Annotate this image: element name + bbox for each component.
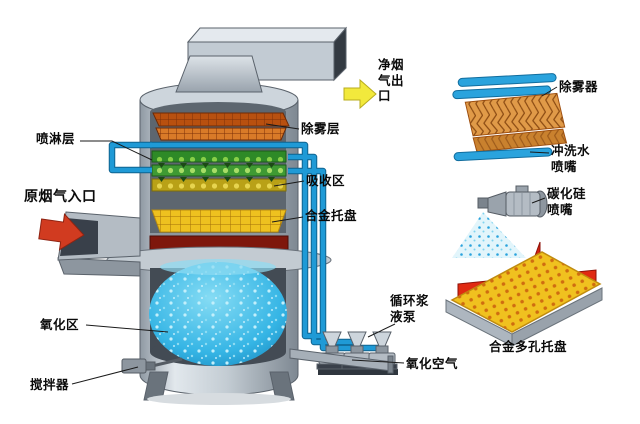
nozzle-detail	[452, 185, 548, 258]
label-circulation-pump: 循环浆 液泵	[390, 293, 430, 324]
label-oxidation-zone: 氧化区	[40, 317, 80, 332]
leader-lines	[71, 86, 558, 385]
slurry-pool-graphic	[149, 259, 287, 366]
label-absorption-zone: 吸收区	[306, 173, 346, 188]
demister-detail	[452, 73, 568, 162]
label-raw-gas-inlet: 原烟气入口	[24, 189, 97, 205]
pumps-graphic	[316, 331, 398, 375]
label-sic-nozzle: 碳化硅 喷嘴	[547, 186, 587, 217]
label-alloy-tray: 合金托盘	[305, 208, 358, 223]
label-demister-detail: 除雾器	[559, 79, 599, 94]
porous-tray-detail	[445, 241, 603, 347]
tower-base	[143, 371, 295, 405]
demister-layer-graphic	[152, 112, 290, 141]
inlet-duct	[57, 211, 141, 277]
alloy-tray-graphic	[150, 209, 288, 236]
circulation-pipes	[108, 141, 382, 352]
oxidation-air-pipe	[289, 348, 394, 374]
label-agitator: 搅拌器	[30, 377, 70, 392]
label-flush-nozzle: 冲洗水 喷嘴	[551, 143, 591, 174]
spray-layers-graphic	[151, 150, 287, 192]
tower-internals	[149, 102, 290, 256]
label-demister-layer: 除雾层	[301, 121, 341, 136]
label-clean-gas-outlet: 净烟 气出 口	[378, 57, 405, 104]
outlet-arrow-icon	[343, 78, 377, 110]
label-spray-layer: 喷淋层	[36, 131, 76, 146]
label-porous-tray: 合金多孔托盘	[489, 339, 568, 354]
inlet-arrow-icon	[38, 213, 85, 251]
label-oxidation-air: 氧化空气	[406, 356, 459, 371]
